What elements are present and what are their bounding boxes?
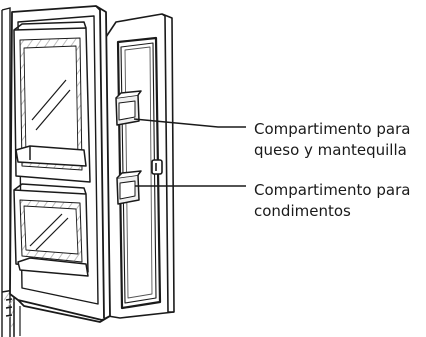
callout-condiments-line-2: condimentos — [254, 202, 351, 220]
upper-door-bin — [13, 21, 91, 183]
lower-door-bin — [13, 183, 89, 277]
right-door — [103, 13, 175, 319]
callout-condiments: Compartimento para condimentos — [254, 180, 410, 222]
callout-cheese-butter: Compartimento para queso y mantequilla — [254, 119, 410, 161]
cheese-butter-bin — [115, 90, 142, 126]
condiments-bin — [116, 170, 142, 205]
leader-lines — [133, 118, 246, 187]
callout-condiments-line-1: Compartimento para — [254, 181, 411, 199]
callout-cheese-line-2: queso y mantequilla — [254, 141, 407, 159]
leader-line-cheese — [133, 118, 246, 128]
callout-cheese-line-1: Compartimento para — [254, 120, 411, 138]
